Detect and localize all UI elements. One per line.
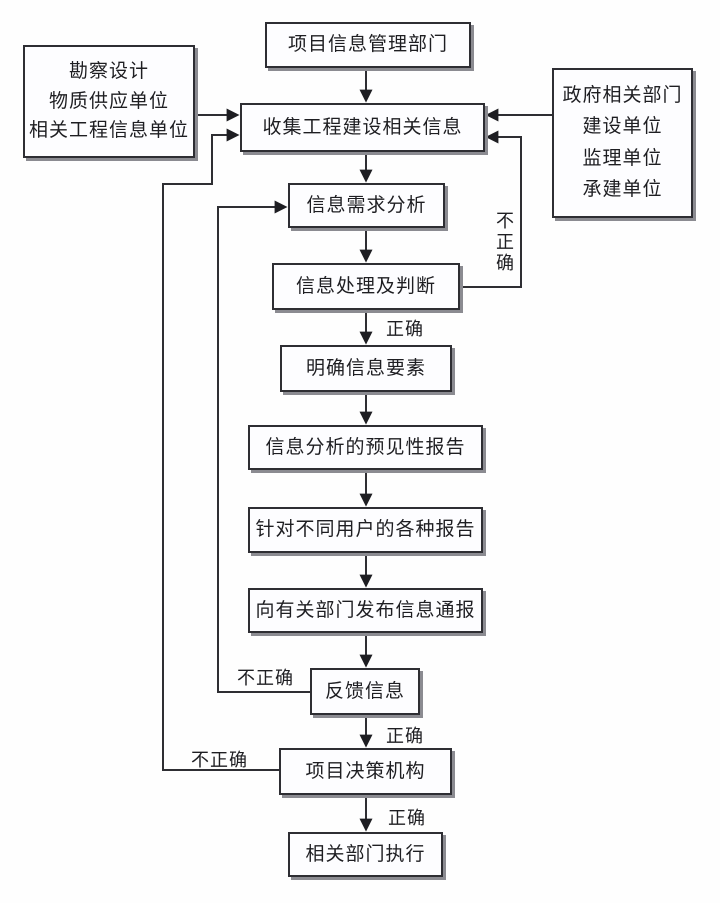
- flow-node-forecast-label: 信息分析的预见性报告: [265, 435, 466, 458]
- flow-node-dept: 项目信息管理部门: [265, 22, 471, 68]
- flow-node-reports-label: 针对不同用户的各种报告: [255, 518, 476, 541]
- flow-node-clarify: 明确信息要素: [280, 345, 452, 392]
- left-source-line: 勘察设计: [68, 59, 149, 82]
- flow-node-process: 信息处理及判断: [272, 263, 460, 310]
- flow-node-decision: 项目决策机构: [279, 748, 452, 795]
- flow-node-demand-label: 信息需求分析: [306, 193, 427, 216]
- flow-node-dept-label: 项目信息管理部门: [287, 33, 448, 56]
- flow-node-notify: 向有关部门发布信息通报: [248, 588, 483, 633]
- right-source-line: 监理单位: [582, 146, 663, 169]
- flow-node-left-sources: 勘察设计 物质供应单位 相关工程信息单位: [23, 45, 195, 158]
- flow-node-collect: 收集工程建设相关信息: [240, 103, 485, 152]
- flow-node-process-label: 信息处理及判断: [295, 274, 436, 297]
- right-source-line: 建设单位: [582, 115, 663, 138]
- right-source-line: 政府相关部门: [562, 84, 683, 107]
- flow-node-feedback-label: 反馈信息: [324, 679, 405, 702]
- edge-label-incorrect-feedback: 不正确: [237, 668, 294, 689]
- flow-node-feedback: 反馈信息: [310, 668, 420, 715]
- flow-node-forecast: 信息分析的预见性报告: [248, 425, 483, 470]
- flow-node-execute: 相关部门执行: [288, 832, 443, 877]
- flow-node-notify-label: 向有关部门发布信息通报: [255, 598, 476, 621]
- flow-node-collect-label: 收集工程建设相关信息: [262, 115, 463, 138]
- flow-node-decision-label: 项目决策机构: [305, 759, 426, 782]
- flow-node-reports: 针对不同用户的各种报告: [248, 507, 483, 553]
- flow-node-demand: 信息需求分析: [288, 183, 445, 228]
- edge-label-incorrect-decision: 不正确: [191, 750, 248, 771]
- edge-label-correct-decision: 正确: [388, 808, 426, 829]
- left-source-line: 相关工程信息单位: [28, 119, 189, 142]
- left-source-line: 物质供应单位: [48, 89, 169, 112]
- edge-label-correct-process: 正确: [386, 319, 424, 340]
- edge-label-incorrect-process: 不正确: [493, 211, 514, 274]
- flow-node-clarify-label: 明确信息要素: [305, 356, 426, 379]
- flow-node-execute-label: 相关部门执行: [305, 842, 426, 865]
- flow-node-right-sources: 政府相关部门 建设单位 监理单位 承建单位: [552, 68, 693, 218]
- right-source-line: 承建单位: [582, 177, 663, 200]
- edge-label-correct-feedback: 正确: [386, 726, 424, 747]
